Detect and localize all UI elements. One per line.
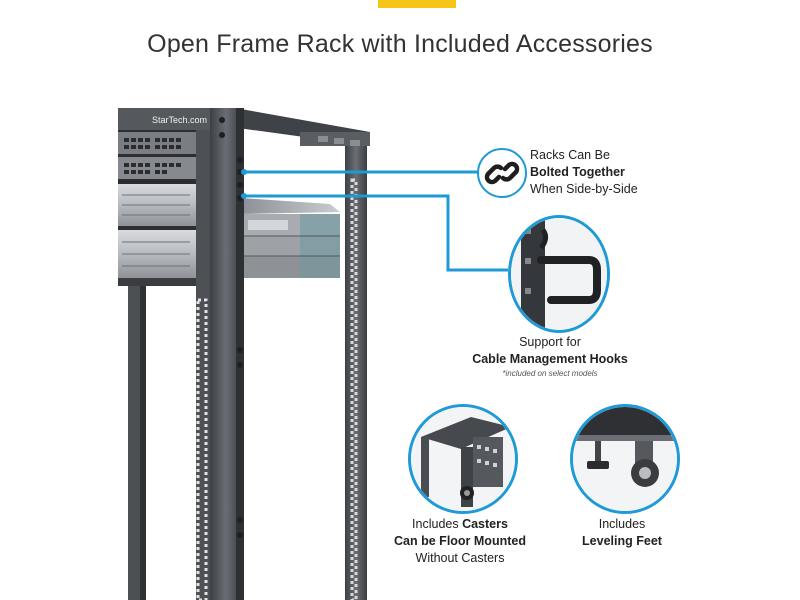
brand-logo: StarTech.com <box>152 115 207 125</box>
shelf-top <box>240 198 340 214</box>
casters-line1-pre: Includes <box>412 517 463 531</box>
bolted-icon-circle <box>477 148 527 198</box>
page-title: Open Frame Rack with Included Accessorie… <box>147 30 653 58</box>
callout-casters: Includes Casters Can be Floor Mounted Wi… <box>380 516 540 567</box>
top-frame-front <box>118 108 238 130</box>
casters-image <box>408 404 518 514</box>
hooks-line2: Cable Management Hooks <box>472 352 628 366</box>
connector-hooks <box>244 194 508 272</box>
bolted-line3: When Side-by-Side <box>530 182 638 196</box>
bolted-line2: Bolted Together <box>530 165 625 179</box>
casters-line1-bold: Casters <box>462 517 508 531</box>
accent-bar <box>378 0 456 8</box>
hooks-line1: Support for <box>519 335 581 349</box>
casters-line2: Can be Floor Mounted <box>394 534 526 548</box>
leveling-line2: Leveling Feet <box>582 534 662 548</box>
callout-cable-hooks: Support for Cable Management Hooks *incl… <box>440 334 660 380</box>
callout-leveling: Includes Leveling Feet <box>562 516 682 550</box>
rear-post-left <box>128 285 142 600</box>
patch-panel-1 <box>118 132 198 154</box>
casters-line3: Without Casters <box>415 551 505 565</box>
bolted-line1: Racks Can Be <box>530 148 610 162</box>
chain-link-icon <box>484 161 520 185</box>
leveling-feet-image <box>570 404 680 514</box>
callout-bolted: Racks Can Be Bolted Together When Side-b… <box>530 147 650 198</box>
patch-panel-2 <box>118 157 198 179</box>
hooks-note: *included on select models <box>502 369 598 378</box>
leveling-line1: Includes <box>598 517 646 531</box>
cable-hook-image <box>508 215 610 333</box>
